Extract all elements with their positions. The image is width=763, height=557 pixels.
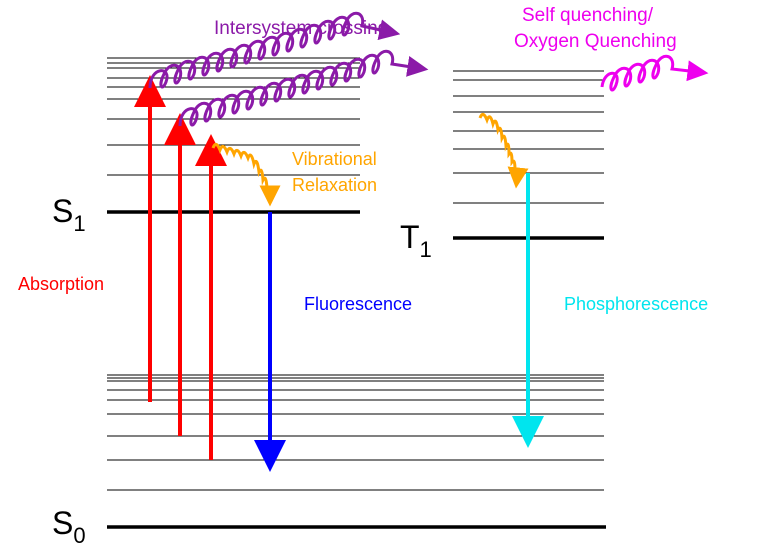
s0-vibrational-levels — [107, 374, 604, 491]
vibrational-relaxation-arrow-s1 — [211, 143, 281, 207]
s1-label: S1 — [52, 193, 86, 236]
phosphorescence-label: Phosphorescence — [564, 294, 708, 314]
s0-label: S0 — [52, 505, 86, 548]
quenching-label-line2: Oxygen Quenching — [514, 31, 677, 52]
quenching-label-line1: Self quenching/ — [522, 5, 654, 26]
quenching-arrow — [600, 54, 709, 92]
t1-label: T1 — [400, 219, 432, 262]
fluorescence-label: Fluorescence — [304, 294, 412, 314]
absorption-label: Absorption — [18, 274, 104, 294]
intersystem-crossing-arrow-upper — [148, 11, 401, 89]
intersystem-crossing-arrow-lower — [178, 49, 429, 127]
vibrational-relaxation-label-line1: Vibrational — [292, 149, 377, 169]
intersystem-crossing-label: Intersystem crossing — [214, 18, 388, 39]
vibrational-relaxation-label-line2: Relaxation — [292, 175, 377, 195]
vibrational-relaxation-arrow-t1 — [478, 113, 529, 189]
absorption-arrows — [134, 75, 227, 460]
